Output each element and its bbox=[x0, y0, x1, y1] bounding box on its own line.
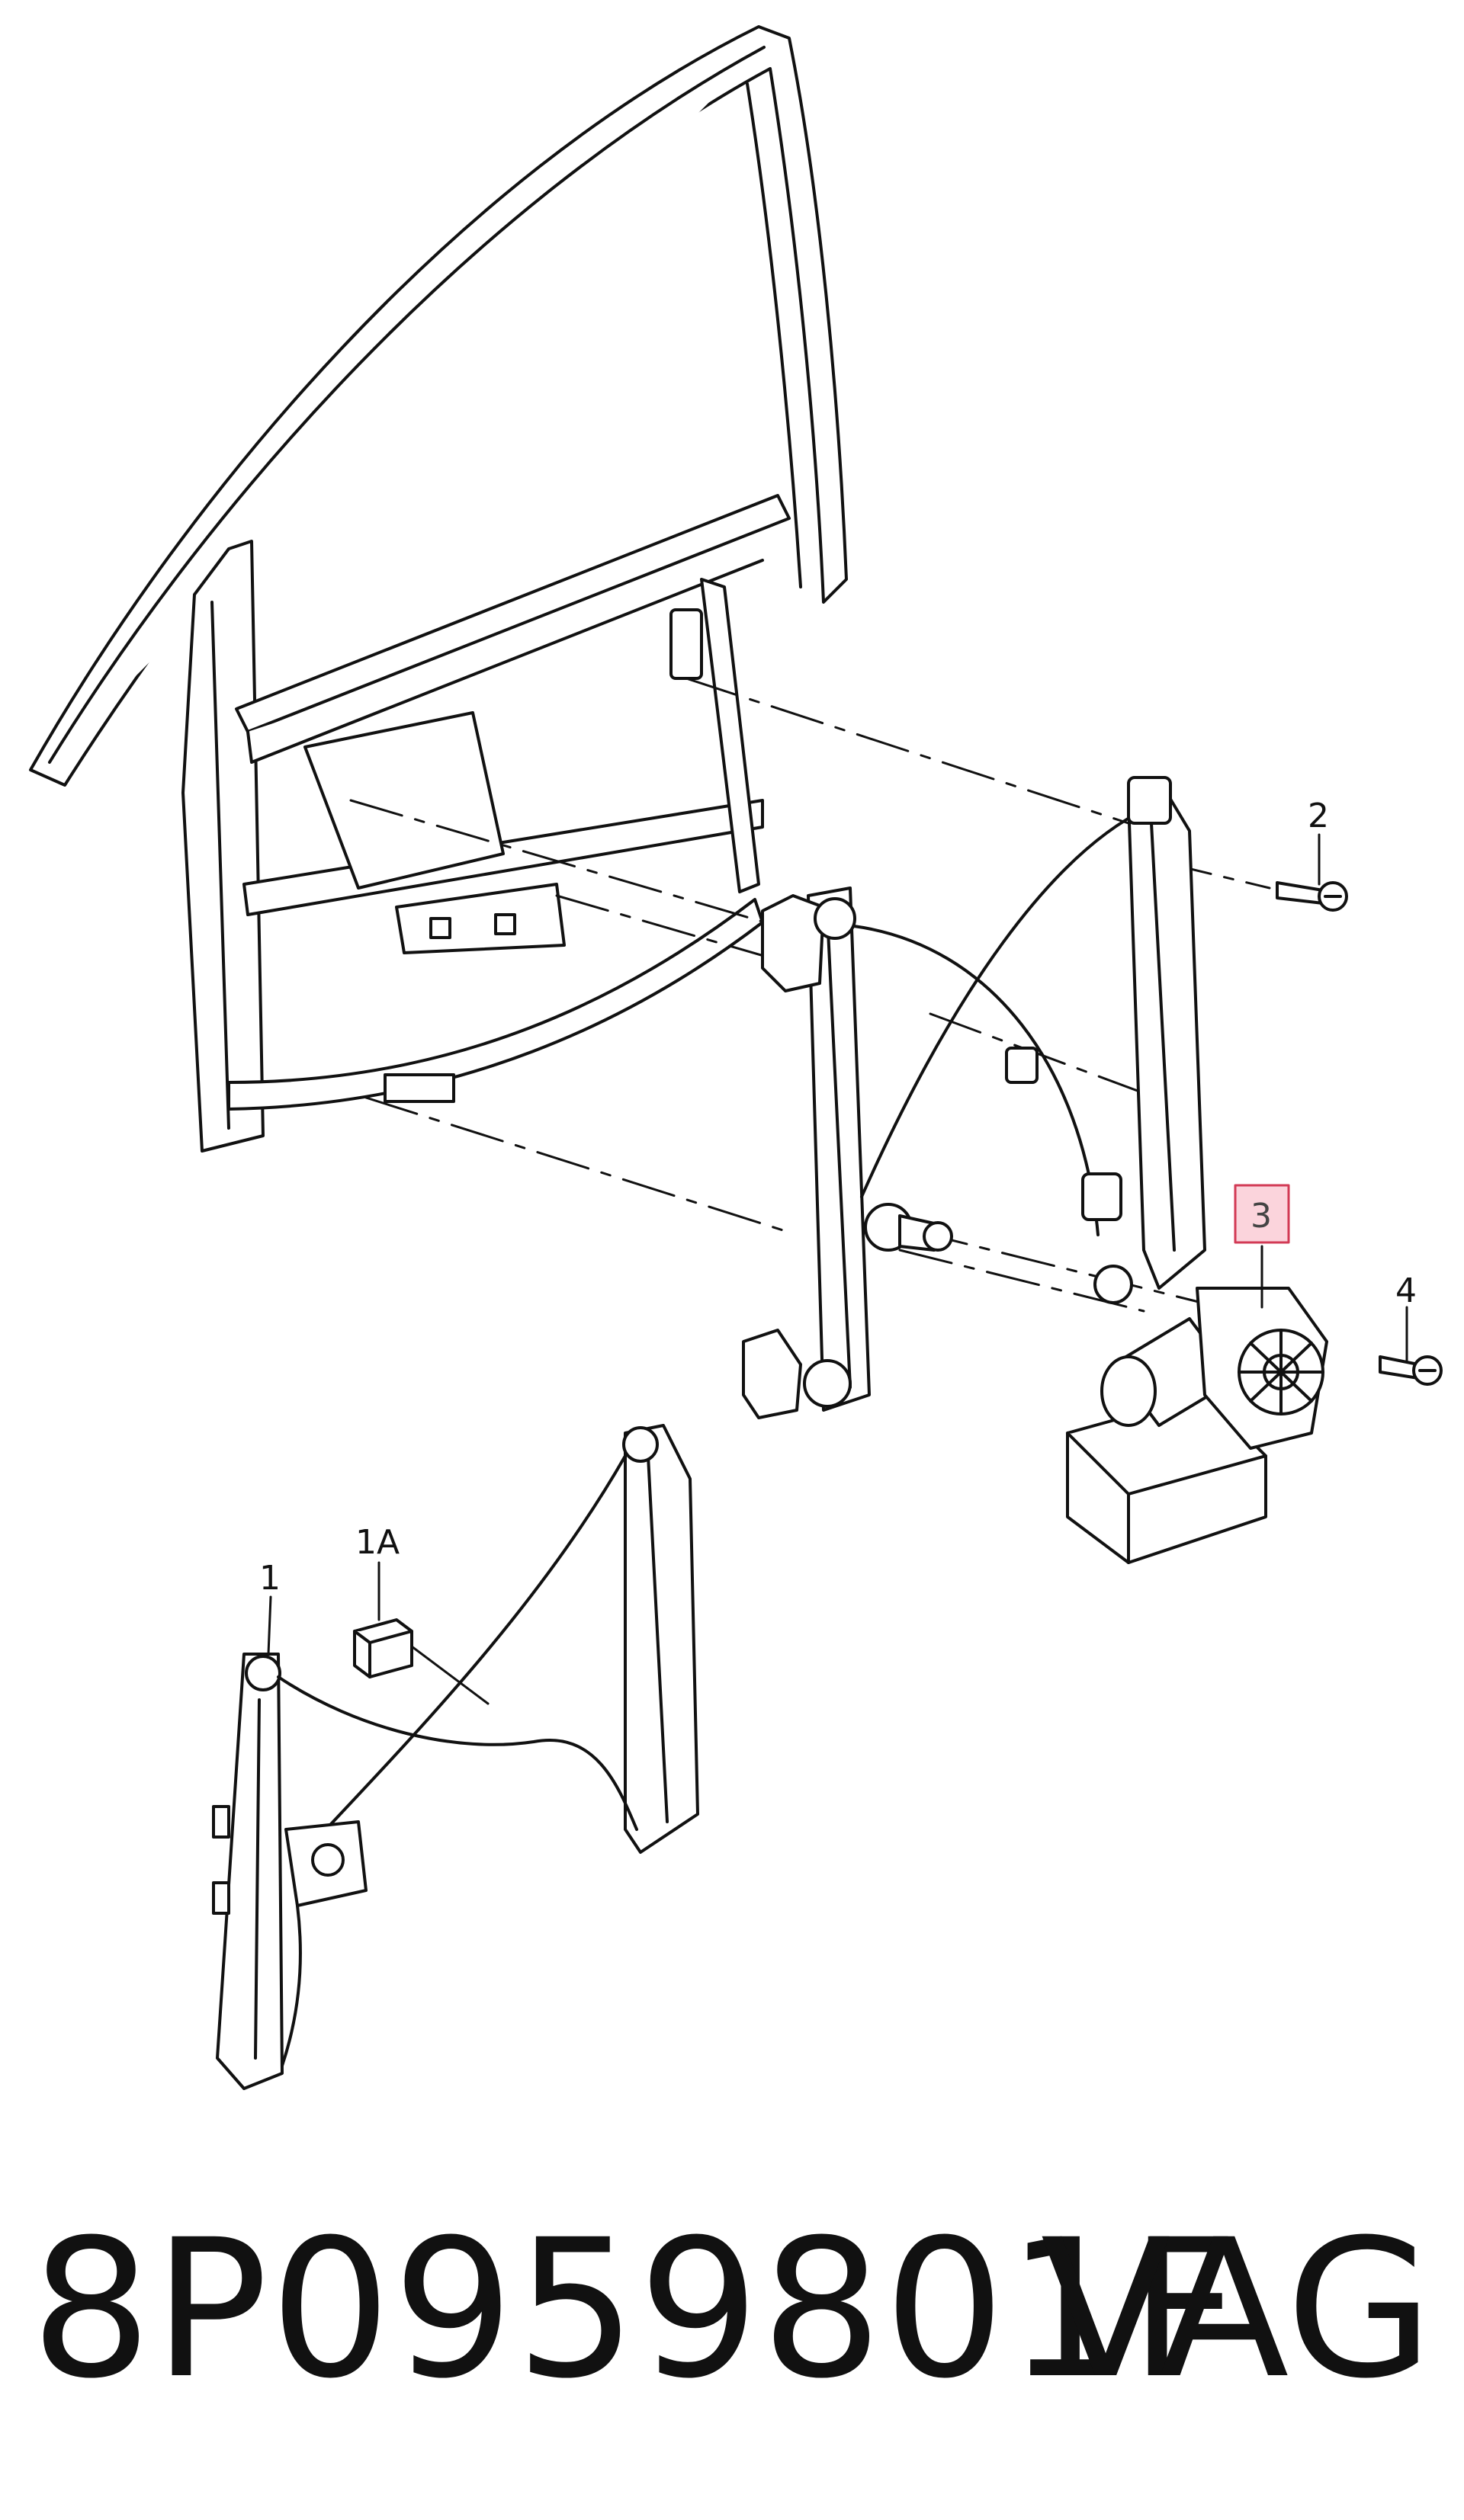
window-motor bbox=[1068, 1288, 1327, 1563]
part-1a-pad bbox=[355, 1620, 412, 1677]
window-regulator-1 bbox=[214, 1425, 698, 2089]
screw-2 bbox=[1277, 883, 1347, 910]
callout-2: 2 bbox=[1308, 797, 1329, 835]
screw-4 bbox=[1380, 1357, 1441, 1384]
door-frame bbox=[30, 27, 846, 1151]
callout-4: 4 bbox=[1395, 1271, 1417, 1310]
callout-1a: 1A bbox=[355, 1523, 400, 1562]
part-number: 8P0959801F bbox=[30, 2198, 1241, 2420]
center-window-regulator bbox=[743, 777, 1205, 1418]
brand-label: VAG bbox=[1040, 2198, 1434, 2420]
leader-lines bbox=[268, 835, 1407, 1704]
callout-3: 3 bbox=[1250, 1197, 1272, 1236]
assembly-lines bbox=[351, 678, 1270, 1311]
parts-diagram: 1 1A 2 3 4 bbox=[0, 0, 1464, 2180]
callout-3-highlight bbox=[1235, 1185, 1289, 1242]
callout-1: 1 bbox=[259, 1559, 281, 1598]
